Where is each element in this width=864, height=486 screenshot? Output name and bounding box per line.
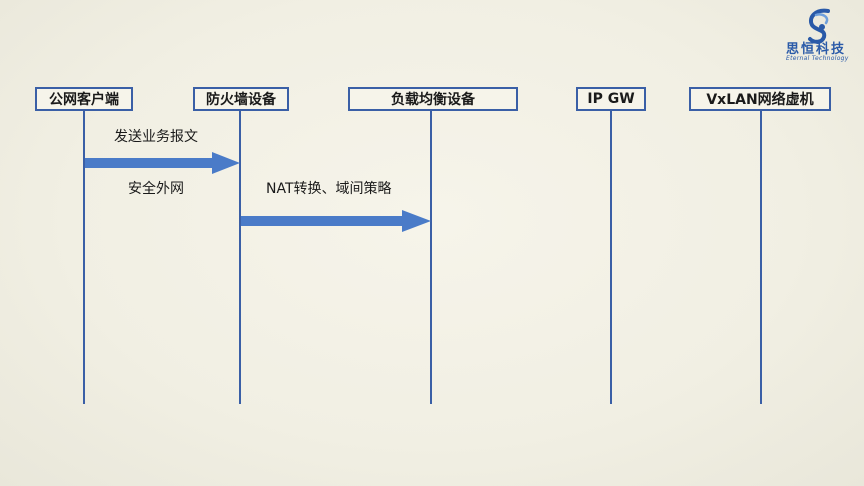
- lane-header-load-balancer: 负载均衡设备: [348, 87, 518, 111]
- lifeline-client: [83, 111, 85, 404]
- message-arrow-client-to-firewall: [85, 152, 240, 174]
- message-arrow-firewall-to-lb: [241, 210, 431, 232]
- message-label-nat-policy: NAT转换、域间策略: [266, 181, 392, 197]
- lane-header-client: 公网客户端: [35, 87, 133, 111]
- lifeline-firewall: [239, 111, 241, 404]
- lifeline-ip-gw: [610, 111, 612, 404]
- lifeline-vxlan-vm: [760, 111, 762, 404]
- brand-name: 思恒科技: [786, 42, 847, 57]
- brand-subtitle: Eternal Technology: [786, 55, 849, 62]
- lifeline-load-balancer: [430, 111, 432, 404]
- message-label-secure-external: 安全外网: [128, 181, 184, 197]
- lane-header-firewall: 防火墙设备: [193, 87, 289, 111]
- brand-swirl-icon: [808, 8, 830, 44]
- lane-header-ip-gw: IP GW: [576, 87, 646, 111]
- lane-header-vxlan-vm: VxLAN网络虚机: [689, 87, 831, 111]
- message-label-send-business: 发送业务报文: [114, 129, 198, 145]
